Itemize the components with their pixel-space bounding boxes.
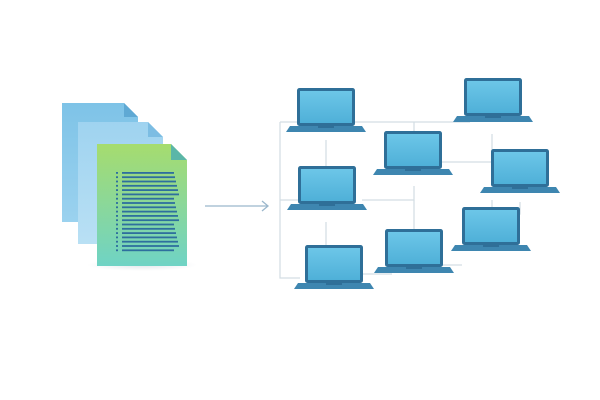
bullet-mark bbox=[116, 232, 118, 234]
bullet-mark bbox=[116, 236, 118, 239]
text-line bbox=[122, 193, 179, 196]
connector-line bbox=[362, 186, 415, 201]
bullet-mark bbox=[116, 215, 118, 217]
connector-line bbox=[279, 122, 300, 279]
laptop-icon bbox=[453, 78, 533, 122]
document-text-lines bbox=[116, 172, 179, 252]
arrow-right-icon bbox=[205, 200, 270, 212]
bullet-mark bbox=[116, 172, 118, 174]
laptop-icon bbox=[480, 149, 560, 193]
laptop-icon bbox=[294, 245, 374, 289]
text-line bbox=[122, 223, 174, 226]
bullet-mark bbox=[116, 210, 118, 213]
text-line bbox=[122, 172, 174, 174]
connector-line bbox=[440, 134, 493, 163]
laptop-network bbox=[286, 78, 560, 289]
bullet-mark bbox=[116, 223, 118, 226]
text-line bbox=[122, 189, 178, 191]
bullet-mark bbox=[116, 249, 118, 252]
text-line bbox=[122, 245, 179, 247]
bullet-mark bbox=[116, 197, 118, 200]
text-line bbox=[122, 206, 176, 209]
text-line bbox=[122, 202, 175, 204]
document-stack-icon bbox=[62, 103, 197, 271]
bullet-mark bbox=[116, 184, 118, 187]
laptop-icon bbox=[374, 229, 454, 273]
text-line bbox=[122, 219, 179, 222]
text-line bbox=[122, 227, 175, 230]
bullet-mark bbox=[116, 202, 118, 204]
text-line bbox=[122, 249, 174, 252]
bullet-mark bbox=[116, 240, 118, 243]
text-line bbox=[122, 236, 177, 239]
laptop-icon bbox=[287, 166, 367, 210]
text-line bbox=[122, 180, 176, 183]
laptop-icon bbox=[373, 131, 453, 175]
bullet-mark bbox=[116, 227, 118, 230]
text-line bbox=[122, 240, 178, 243]
text-line bbox=[122, 176, 175, 179]
bullet-mark bbox=[116, 206, 118, 209]
laptop-icon bbox=[451, 207, 531, 251]
text-line bbox=[122, 184, 177, 187]
bullet-mark bbox=[116, 245, 118, 247]
document-front bbox=[97, 144, 187, 266]
bullet-mark bbox=[116, 189, 118, 191]
text-line bbox=[122, 215, 178, 217]
bullet-mark bbox=[116, 180, 118, 183]
text-line bbox=[122, 232, 176, 234]
bullet-mark bbox=[116, 176, 118, 179]
laptop-icon bbox=[286, 88, 366, 132]
bullet-mark bbox=[116, 219, 118, 222]
text-line bbox=[122, 197, 174, 200]
text-line bbox=[122, 210, 177, 213]
bullet-mark bbox=[116, 193, 118, 196]
